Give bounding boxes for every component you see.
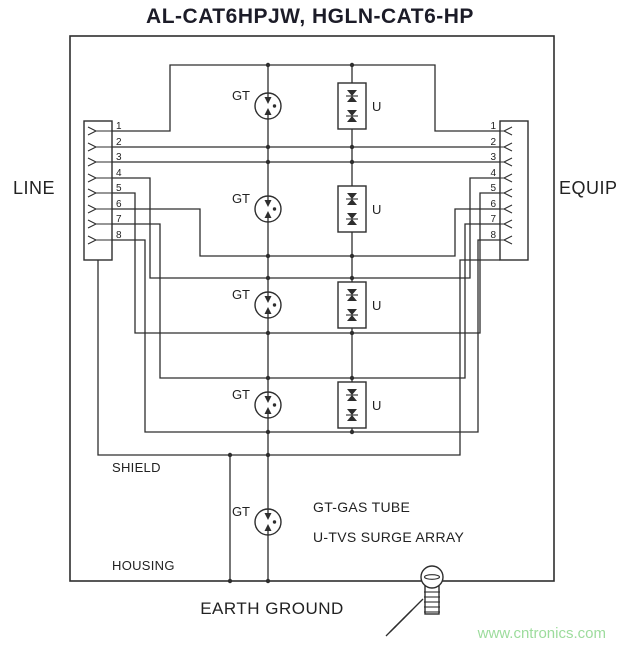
equip-label: EQUIP — [559, 178, 618, 198]
equip-connector-pins: 1 2 3 4 5 6 7 8 — [490, 121, 513, 245]
wire-pin4 — [112, 177, 500, 279]
gt-label-5: GT — [232, 504, 250, 519]
diagram-title: AL-CAT6HPJW, HGLN-CAT6-HP — [146, 5, 474, 28]
pin-number-left-7: 7 — [116, 214, 122, 225]
legend-gt: GT-GAS TUBE — [313, 499, 410, 515]
shield-wire — [97, 259, 500, 456]
ground-screw — [420, 565, 444, 615]
wire-pin7 — [112, 223, 500, 379]
pin-number-left-5: 5 — [116, 183, 122, 194]
wire-pin5 — [112, 192, 500, 334]
pin-number-left-6: 6 — [116, 199, 122, 210]
wire-pin1 — [112, 64, 500, 132]
earth-ground-label: EARTH GROUND — [200, 599, 344, 618]
wire-pin6 — [112, 208, 500, 257]
tvs-array-4: U — [337, 381, 381, 429]
gas-tube-1: GT — [232, 88, 282, 120]
gt-label-1: GT — [232, 88, 250, 103]
gas-tube-3: GT — [232, 287, 282, 319]
pin-number-left-3: 3 — [116, 152, 122, 163]
gt-label-4: GT — [232, 387, 250, 402]
pin-number-left-4: 4 — [116, 168, 122, 179]
gas-tube-4: GT — [232, 387, 282, 419]
pin-number-left-1: 1 — [116, 121, 122, 132]
u-label-3: U — [372, 298, 381, 313]
legend-u: U-TVS SURGE ARRAY — [313, 529, 464, 545]
gas-tube-2: GT — [232, 191, 282, 223]
pin-number-left-2: 2 — [116, 137, 122, 148]
wiring — [97, 64, 500, 581]
pin-number-right-3: 3 — [490, 152, 496, 163]
gt-label-3: GT — [232, 287, 250, 302]
pin-number-right-4: 4 — [490, 168, 496, 179]
pin-number-right-5: 5 — [490, 183, 496, 194]
line-label: LINE — [13, 178, 55, 198]
wire-pin8 — [112, 239, 500, 433]
tvs-array-2: U — [337, 185, 381, 233]
shield-label: SHIELD — [112, 460, 161, 475]
earth-symbol — [385, 598, 424, 637]
junction-dots — [227, 62, 355, 584]
equip-connector-body — [499, 120, 529, 261]
line-connector-body — [83, 120, 113, 261]
gt-label-2: GT — [232, 191, 250, 206]
pin-number-left-8: 8 — [116, 230, 122, 241]
pin-number-right-1: 1 — [490, 121, 496, 132]
pin-number-right-8: 8 — [490, 230, 496, 241]
gas-tube-5: GT — [232, 504, 282, 536]
pin-number-right-6: 6 — [490, 199, 496, 210]
tvs-array-1: U — [337, 82, 381, 130]
pin-number-right-7: 7 — [490, 214, 496, 225]
housing-label: HOUSING — [112, 558, 175, 573]
u-label-1: U — [372, 99, 381, 114]
housing-outline — [69, 35, 555, 582]
line-connector-pins: 1 2 3 4 5 6 7 8 — [87, 121, 122, 245]
watermark: www.cntronics.com — [477, 625, 606, 642]
u-label-4: U — [372, 398, 381, 413]
pin-number-right-2: 2 — [490, 137, 496, 148]
u-label-2: U — [372, 202, 381, 217]
tvs-array-3: U — [337, 281, 381, 329]
